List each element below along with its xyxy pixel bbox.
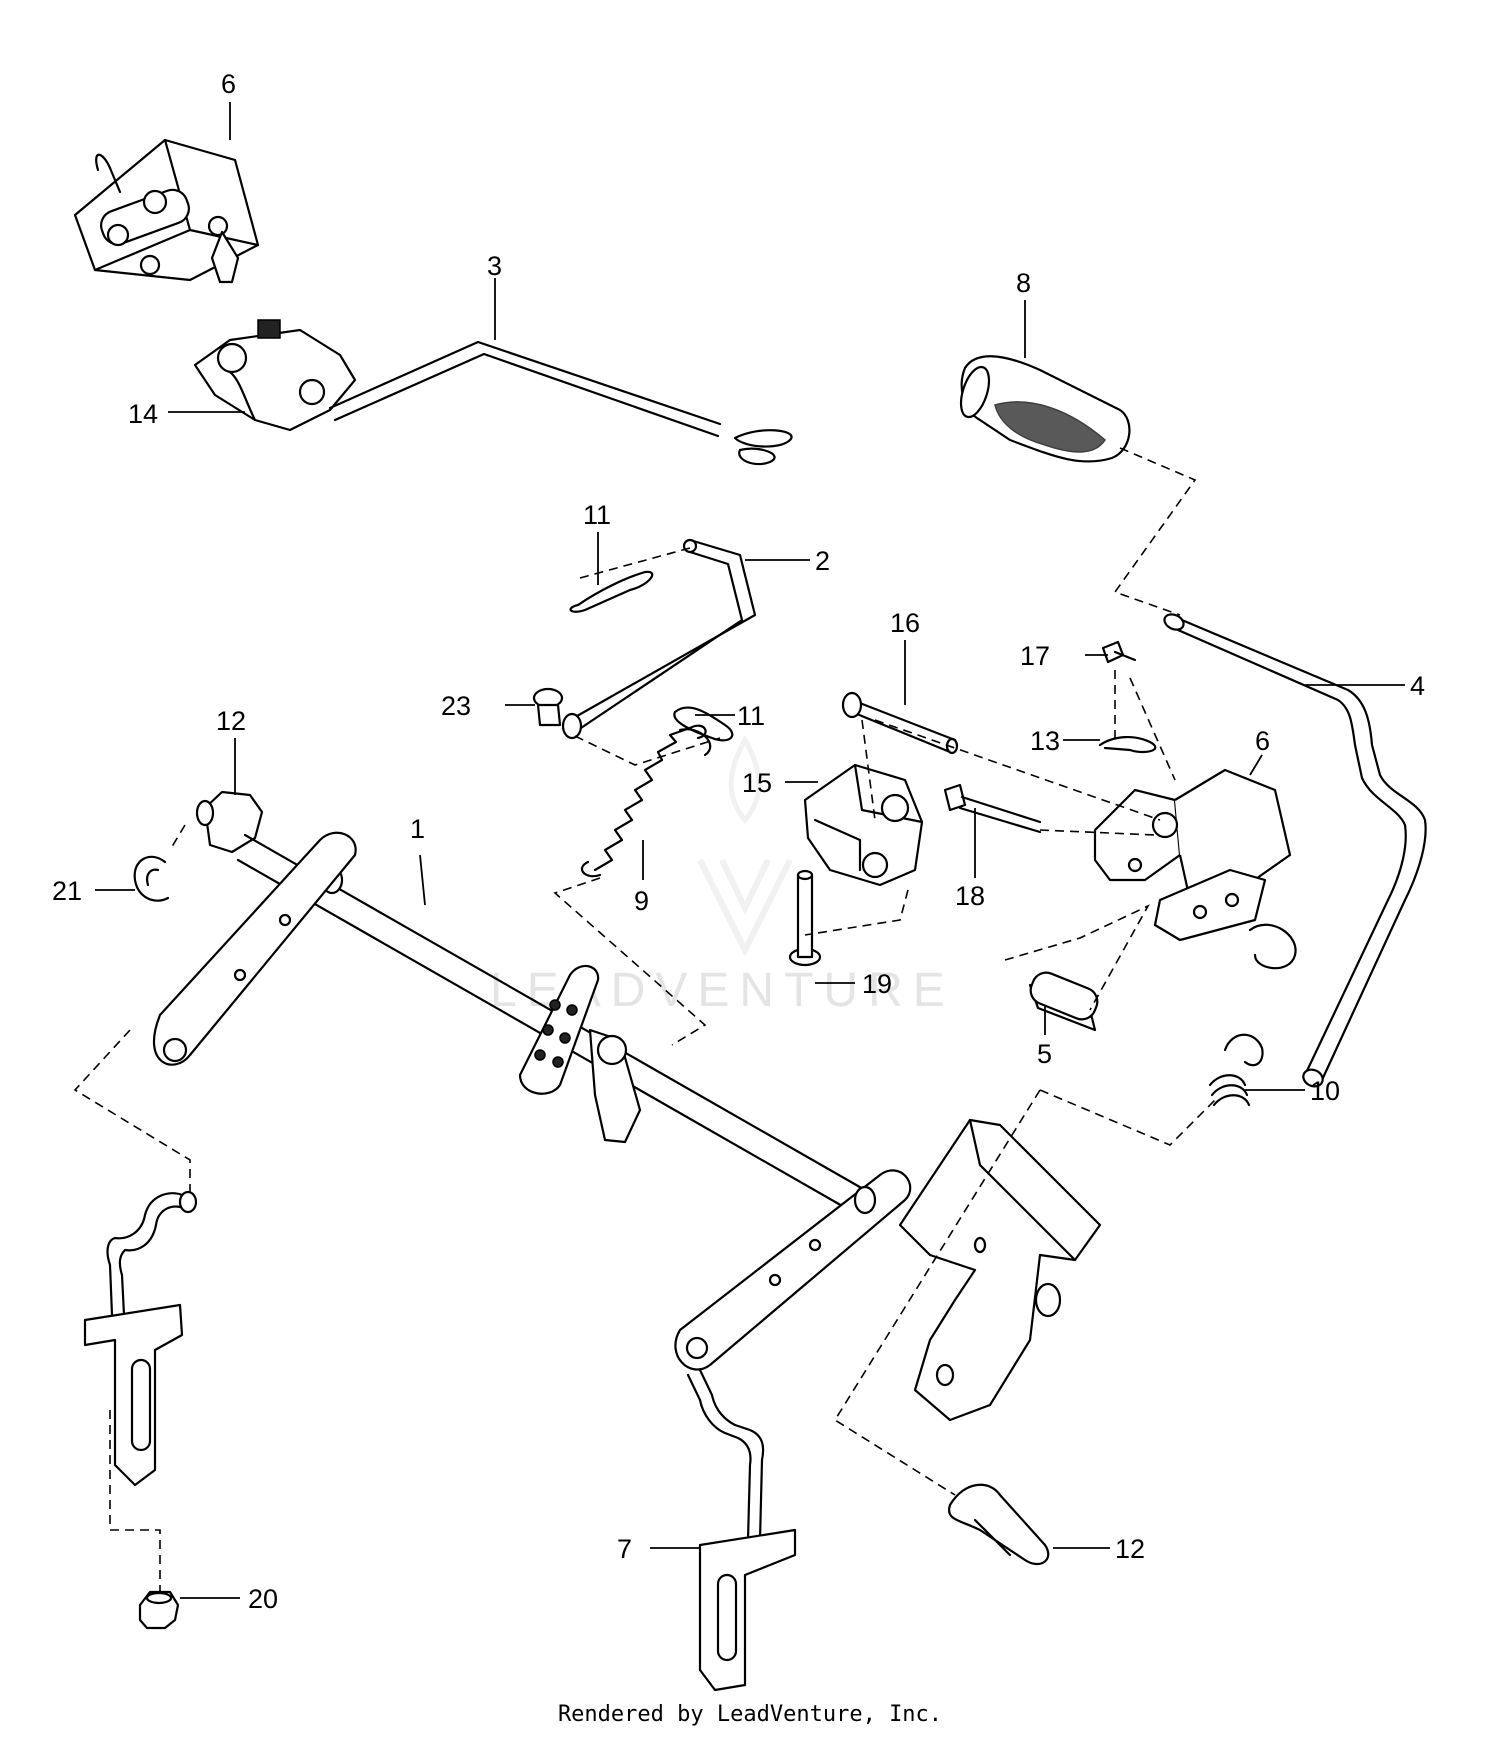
callout-12: 12 — [1115, 1534, 1145, 1564]
callout-14: 12 — [216, 706, 246, 736]
callout-21: 20 — [248, 1584, 278, 1614]
callout-9: 9 — [634, 886, 649, 916]
callout-8: 8 — [1016, 268, 1031, 298]
callout-4: 4 — [1410, 671, 1425, 701]
callout-17: 15 — [742, 768, 772, 798]
part-10-spring — [1208, 1033, 1264, 1107]
callout-19: 17 — [1020, 641, 1050, 671]
callout-2: 2 — [815, 546, 830, 576]
alignment-lines — [73, 447, 1216, 1592]
part-18-rod — [841, 691, 959, 755]
part-14-nut — [195, 790, 264, 854]
part-17-pivot — [803, 763, 924, 887]
part-1-main-shaft — [152, 831, 912, 1371]
part-19-bolt — [1101, 640, 1137, 664]
callout-7: 7 — [617, 1534, 632, 1564]
callout-5: 5 — [1037, 1039, 1052, 1069]
part-4-control-arm — [1163, 613, 1427, 1088]
part-15-pin — [788, 869, 822, 967]
leader-lines — [95, 102, 1405, 1599]
part-13-clip — [1098, 736, 1157, 754]
part-23-pin — [532, 687, 583, 740]
part-8-grip — [959, 355, 1131, 463]
callout-20: 18 — [955, 881, 985, 911]
callout-6-right: 6 — [1255, 726, 1270, 756]
part-6-bracket-top — [73, 138, 260, 284]
callout-10: 10 — [1310, 1076, 1340, 1106]
part-6-bracket-right — [1093, 768, 1297, 970]
part-3-rod — [328, 340, 793, 466]
part-7-lift-link — [686, 1368, 797, 1692]
part-2-rod — [568, 538, 757, 736]
callout-11-top: 11 — [583, 500, 611, 530]
left-lift-link — [83, 1190, 198, 1487]
callout-6-top: 6 — [221, 69, 236, 99]
callout-16: 14 — [128, 399, 158, 429]
callout-3: 3 — [487, 251, 502, 281]
part-9-spring — [581, 724, 707, 878]
watermark-logo — [697, 734, 793, 957]
part-20-bolt — [943, 783, 1042, 834]
part-22-clip — [133, 855, 170, 902]
part-11-clip-a — [569, 570, 654, 613]
brake-pedal-plate — [518, 964, 642, 1144]
callout-18: 16 — [890, 608, 920, 638]
callout-1: 1 — [410, 814, 425, 844]
callout-13: 13 — [1030, 726, 1060, 756]
part-16-link-bracket — [193, 319, 357, 432]
part-12-hairpin — [947, 1483, 1050, 1566]
part-5-spacer — [1028, 971, 1099, 1032]
callout-11-mid: 11 — [737, 701, 765, 731]
render-credit: Rendered by LeadVenture, Inc. — [557, 1702, 943, 1727]
part-21-nut — [138, 1590, 180, 1630]
callout-23: 23 — [441, 691, 471, 721]
callout-22: 21 — [52, 876, 82, 906]
callout-15: 19 — [862, 969, 892, 999]
shaft-right-bracket — [898, 1118, 1102, 1422]
callout-labels: 6 3 8 14 11 2 16 17 4 23 11 13 6 15 12 1… — [52, 69, 1425, 1614]
